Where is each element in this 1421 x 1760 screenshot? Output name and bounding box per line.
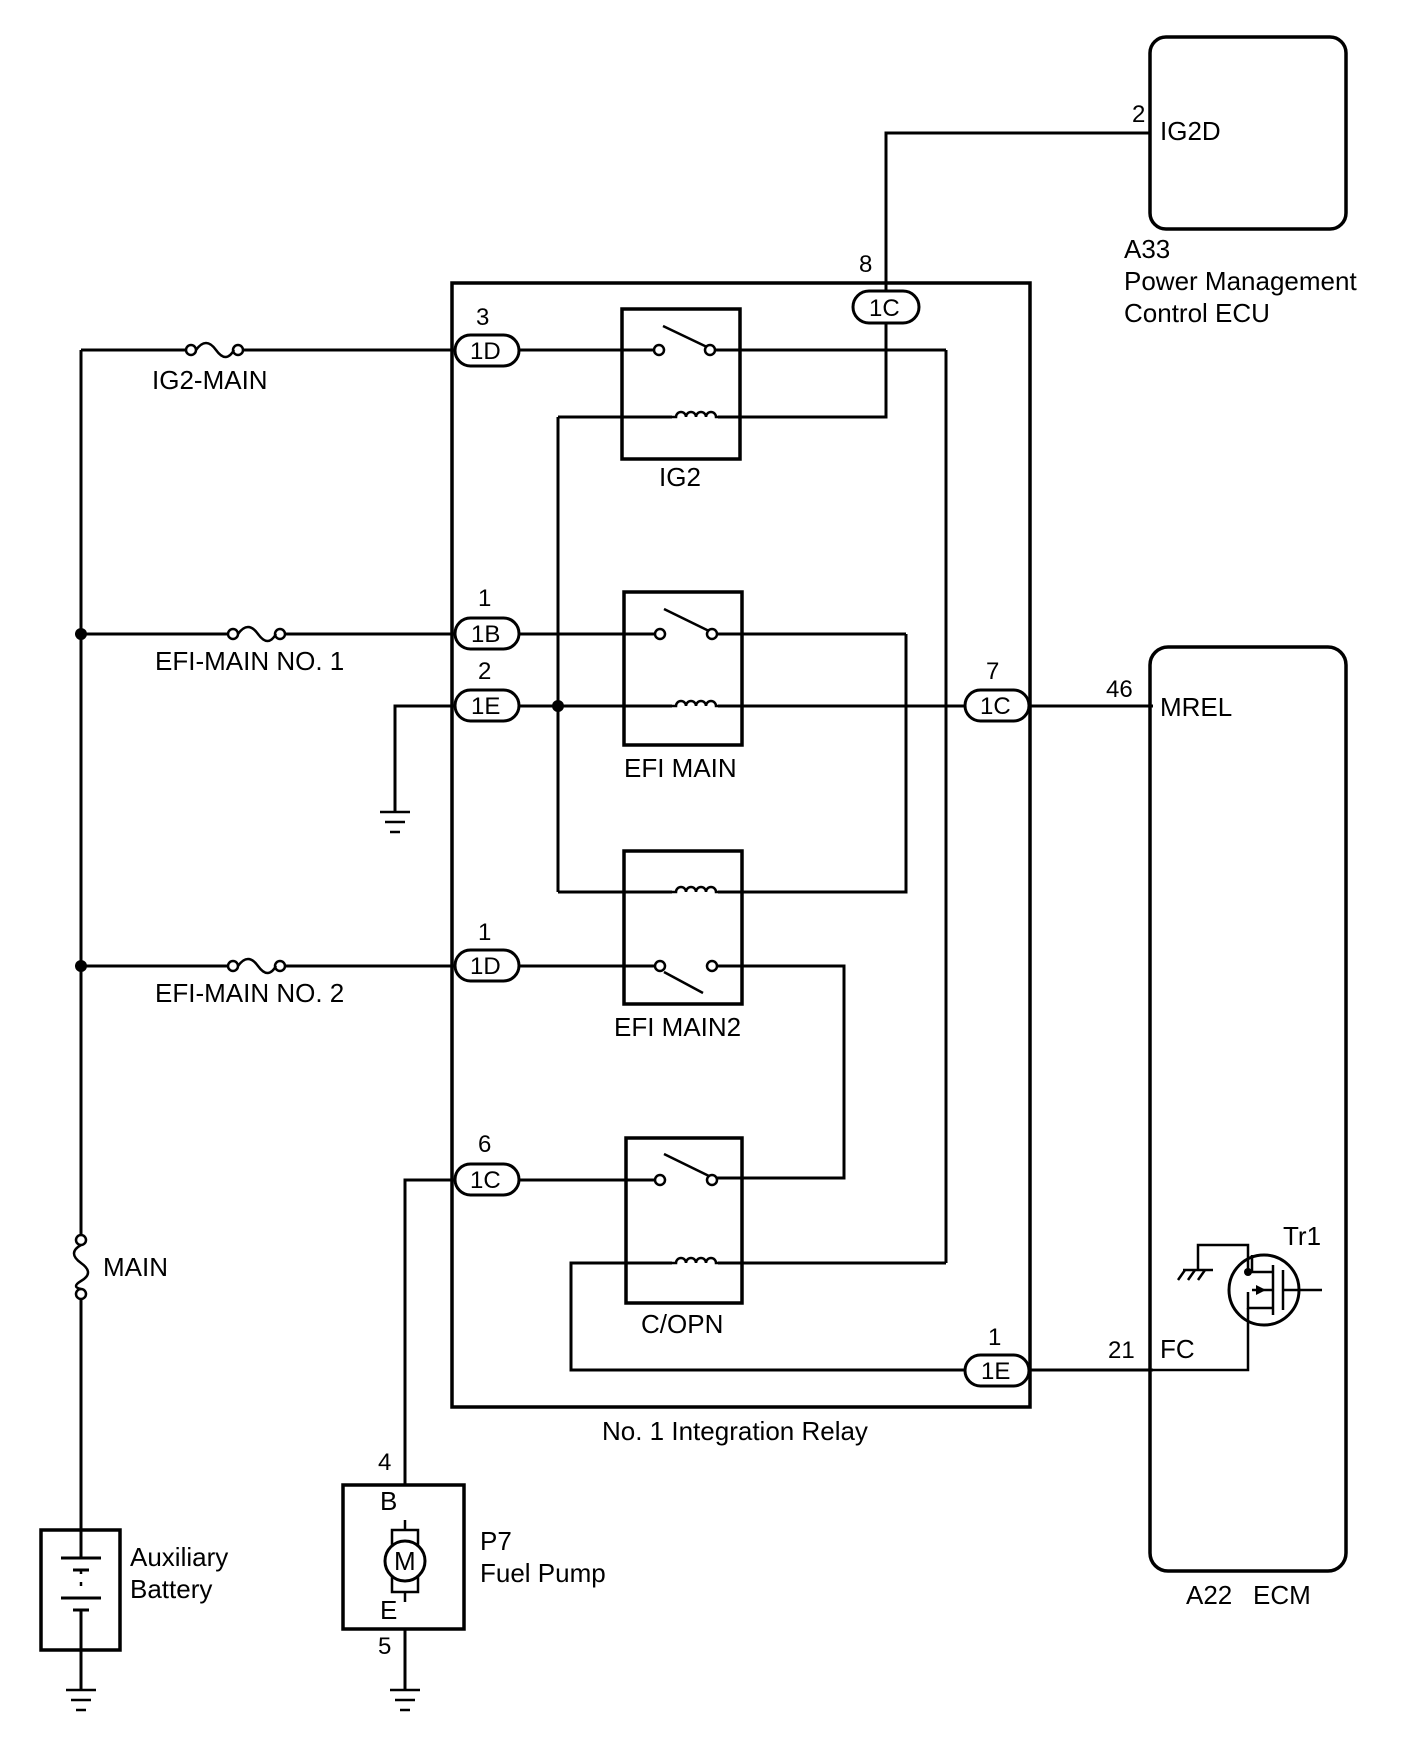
fuse-efi-main-no1-icon	[226, 625, 287, 643]
ecm-signal-fc: FC	[1160, 1334, 1195, 1364]
efi-main2-coil-icon	[672, 885, 718, 894]
fuse-main-icon	[72, 1233, 90, 1301]
connector-id: 1D	[470, 953, 501, 980]
connector-1c-pin6: 6 1C	[453, 1131, 521, 1197]
motor-icon	[383, 1539, 427, 1583]
battery-label-line1: Auxiliary	[130, 1542, 228, 1572]
connector-id: 1C	[869, 295, 900, 322]
ground-icon-fuel-pump	[390, 1688, 420, 1712]
fuse-efi-main-no1-label: EFI-MAIN NO. 1	[155, 646, 344, 676]
fuel-pump-code: P7	[480, 1526, 512, 1556]
fuel-pump-pin-4: 4	[378, 1449, 391, 1476]
connector-pin-number: 1	[478, 585, 491, 612]
connector-pin-number: 1	[478, 919, 491, 946]
ecm-signal-mrel: MREL	[1160, 692, 1232, 722]
relay-efi-main2	[622, 849, 744, 1006]
integration-relay-block: No. 1 Integration Relay	[450, 281, 1032, 1446]
fuse-efi-main-no2-label: EFI-MAIN NO. 2	[155, 978, 344, 1008]
ecu-a33-pin-2: 2	[1132, 101, 1145, 128]
battery-label-line2: Battery	[130, 1574, 212, 1604]
connector-id: 1D	[470, 338, 501, 365]
relay-c-opn	[624, 1136, 744, 1305]
ecu-a33-code: A33	[1124, 234, 1170, 264]
connector-pin-number: 2	[478, 658, 491, 685]
ig2-coil-icon	[672, 410, 718, 419]
fuel-pump-motor-letter: M	[394, 1546, 416, 1576]
connector-pin-number: 1	[988, 1324, 1001, 1351]
junction-dots	[75, 628, 564, 972]
transistor-tr1-icon: Tr1	[1153, 1221, 1322, 1372]
connector-1d-pin1: 1 1D	[453, 919, 521, 983]
relay-efi-main	[622, 590, 744, 747]
relay-ig2-label: IG2	[659, 462, 701, 492]
connector-1c-pin7: 7 1C	[963, 658, 1031, 723]
ecm-name: ECM	[1253, 1580, 1311, 1610]
ecm-pin-46: 46	[1106, 676, 1133, 703]
connector-pin-number: 6	[478, 1131, 491, 1158]
fuse-ig2-main-label: IG2-MAIN	[152, 365, 268, 395]
fuel-pump: 4 B M E 5 P7 Fuel Pump	[341, 1449, 606, 1660]
ecu-a33-signal-ig2d: IG2D	[1160, 116, 1221, 146]
relay-efi-main2-label: EFI MAIN2	[614, 1012, 741, 1042]
connector-pin-number: 7	[986, 658, 999, 685]
ecm-pin-21: 21	[1108, 1337, 1135, 1364]
connector-1c-pin8: 8 1C	[851, 251, 921, 325]
c-opn-coil-icon	[672, 1256, 718, 1265]
transistor-label: Tr1	[1283, 1221, 1321, 1251]
connector-1e-pin1: 1 1E	[963, 1324, 1031, 1388]
efi-main-coil-icon	[672, 699, 718, 708]
integration-relay-label: No. 1 Integration Relay	[602, 1416, 868, 1446]
connector-id: 1B	[471, 621, 500, 648]
connector-1e-pin2: 2 1E	[453, 658, 521, 723]
fuel-pump-pin-5: 5	[378, 1633, 391, 1660]
ecm-code: A22	[1186, 1580, 1232, 1610]
connector-pin-number: 8	[859, 251, 872, 278]
ecm-box: 46 MREL 21 FC A22 ECM	[1106, 645, 1348, 1610]
connector-pin-number: 3	[476, 304, 489, 331]
fuel-pump-terminal-e: E	[380, 1595, 397, 1625]
relay-ig2	[620, 307, 742, 461]
relay-efi-main-label: EFI MAIN	[624, 753, 737, 783]
power-management-ecu: 2 IG2D A33 Power Management Control ECU	[1124, 35, 1357, 328]
auxiliary-battery: Auxiliary Battery	[39, 1528, 228, 1652]
fuse-main-label: MAIN	[103, 1252, 168, 1282]
wires	[79, 131, 1153, 1690]
connector-id: 1C	[980, 693, 1011, 720]
connector-id: 1C	[470, 1167, 501, 1194]
connector-1b-pin1: 1 1B	[453, 585, 521, 651]
relay-c-opn-label: C/OPN	[641, 1309, 723, 1339]
ecu-a33-name-line2: Control ECU	[1124, 298, 1270, 328]
fuel-pump-name: Fuel Pump	[480, 1558, 606, 1588]
fuse-efi-main-no2-icon	[226, 957, 287, 975]
fuse-ig2-main-icon	[184, 341, 245, 359]
ground-icon-battery	[66, 1688, 96, 1712]
ecu-a33-name-line1: Power Management	[1124, 266, 1357, 296]
connector-id: 1E	[981, 1358, 1010, 1385]
fuel-pump-terminal-b: B	[380, 1486, 397, 1516]
ground-icon-efi	[380, 810, 410, 834]
connector-id: 1E	[471, 693, 500, 720]
connector-1d-pin3: 3 1D	[453, 304, 521, 368]
